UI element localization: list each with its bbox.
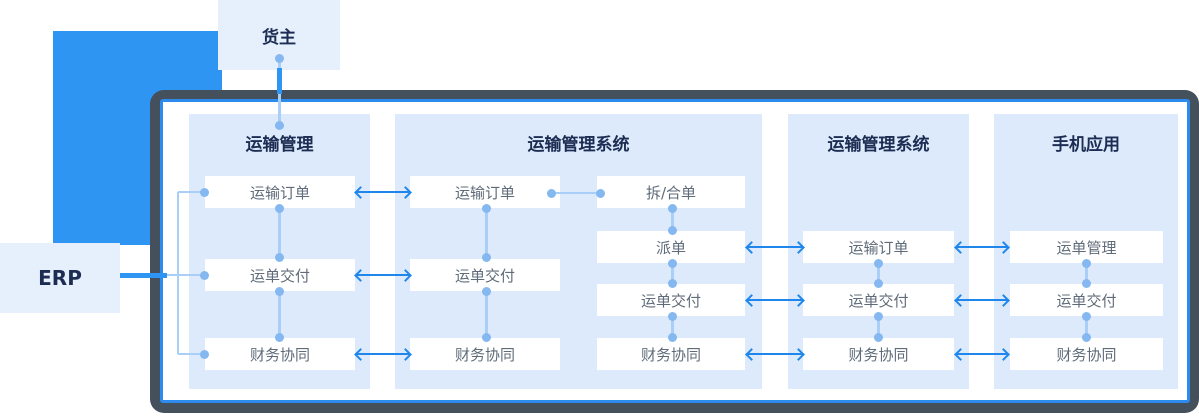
item-transport-order: 运输订单	[205, 176, 355, 208]
item-waybill-delivery: 运单交付	[410, 259, 560, 291]
flow-connector	[874, 312, 883, 342]
item-waybill-delivery: 运单交付	[1010, 284, 1163, 316]
item-transport-order: 运输订单	[803, 231, 954, 263]
bracket-top-connector	[178, 187, 209, 197]
item-dispatch-order: 派单	[597, 231, 745, 263]
panel-tms-1: 运输管理系统 运输订单 运单交付 财务协同 拆/合单 派单 运单交付 财务协同	[395, 114, 762, 389]
flow-connector	[1082, 259, 1091, 288]
panel-title: 运输管理系统	[527, 135, 630, 155]
panel-title: 运输管理	[245, 135, 314, 155]
panel-tms-2: 运输管理系统 运输订单 运单交付 财务协同	[788, 114, 969, 389]
flow-connector	[668, 259, 677, 288]
erp-connector-thick	[120, 273, 167, 278]
flow-connector	[668, 312, 677, 342]
item-finance-collab: 财务协同	[205, 338, 355, 370]
sync-arrow	[356, 191, 410, 193]
sync-arrow	[747, 353, 803, 355]
bracket-bottom-connector	[178, 349, 209, 359]
panel-title: 运输管理系统	[827, 135, 930, 155]
item-finance-collab: 财务协同	[1010, 338, 1163, 370]
flow-connector	[482, 287, 491, 342]
panel-title: 手机应用	[1052, 135, 1120, 155]
flow-connector-horizontal	[547, 188, 605, 198]
sync-arrow	[747, 246, 803, 248]
flow-connector	[668, 204, 677, 235]
sync-arrow	[956, 246, 1008, 248]
erp-node: ERP	[0, 243, 120, 313]
sync-arrow	[956, 353, 1008, 355]
flow-connector	[1082, 312, 1091, 342]
item-waybill-delivery: 运单交付	[597, 284, 745, 316]
flow-connector	[275, 204, 284, 262]
item-waybill-delivery: 运单交付	[803, 284, 954, 316]
flow-connector	[874, 259, 883, 288]
erp-connector	[167, 270, 209, 280]
sync-arrow	[356, 274, 410, 276]
item-finance-collab: 财务协同	[597, 338, 745, 370]
panel-mobile-app: 手机应用 运单管理 运单交付 财务协同	[994, 114, 1178, 389]
item-waybill-delivery: 运单交付	[205, 259, 355, 291]
sync-arrow	[747, 299, 803, 301]
sync-arrow	[356, 353, 410, 355]
item-finance-collab: 财务协同	[410, 338, 560, 370]
item-finance-collab: 财务协同	[803, 338, 954, 370]
consignor-connector-thick	[277, 68, 282, 94]
flow-connector	[275, 287, 284, 342]
sync-arrow	[956, 299, 1008, 301]
item-waybill-management: 运单管理	[1010, 231, 1163, 263]
flow-connector	[482, 204, 491, 262]
item-transport-order: 运输订单	[410, 176, 560, 208]
item-split-merge-order: 拆/合单	[597, 176, 745, 208]
bracket-line	[177, 192, 179, 354]
